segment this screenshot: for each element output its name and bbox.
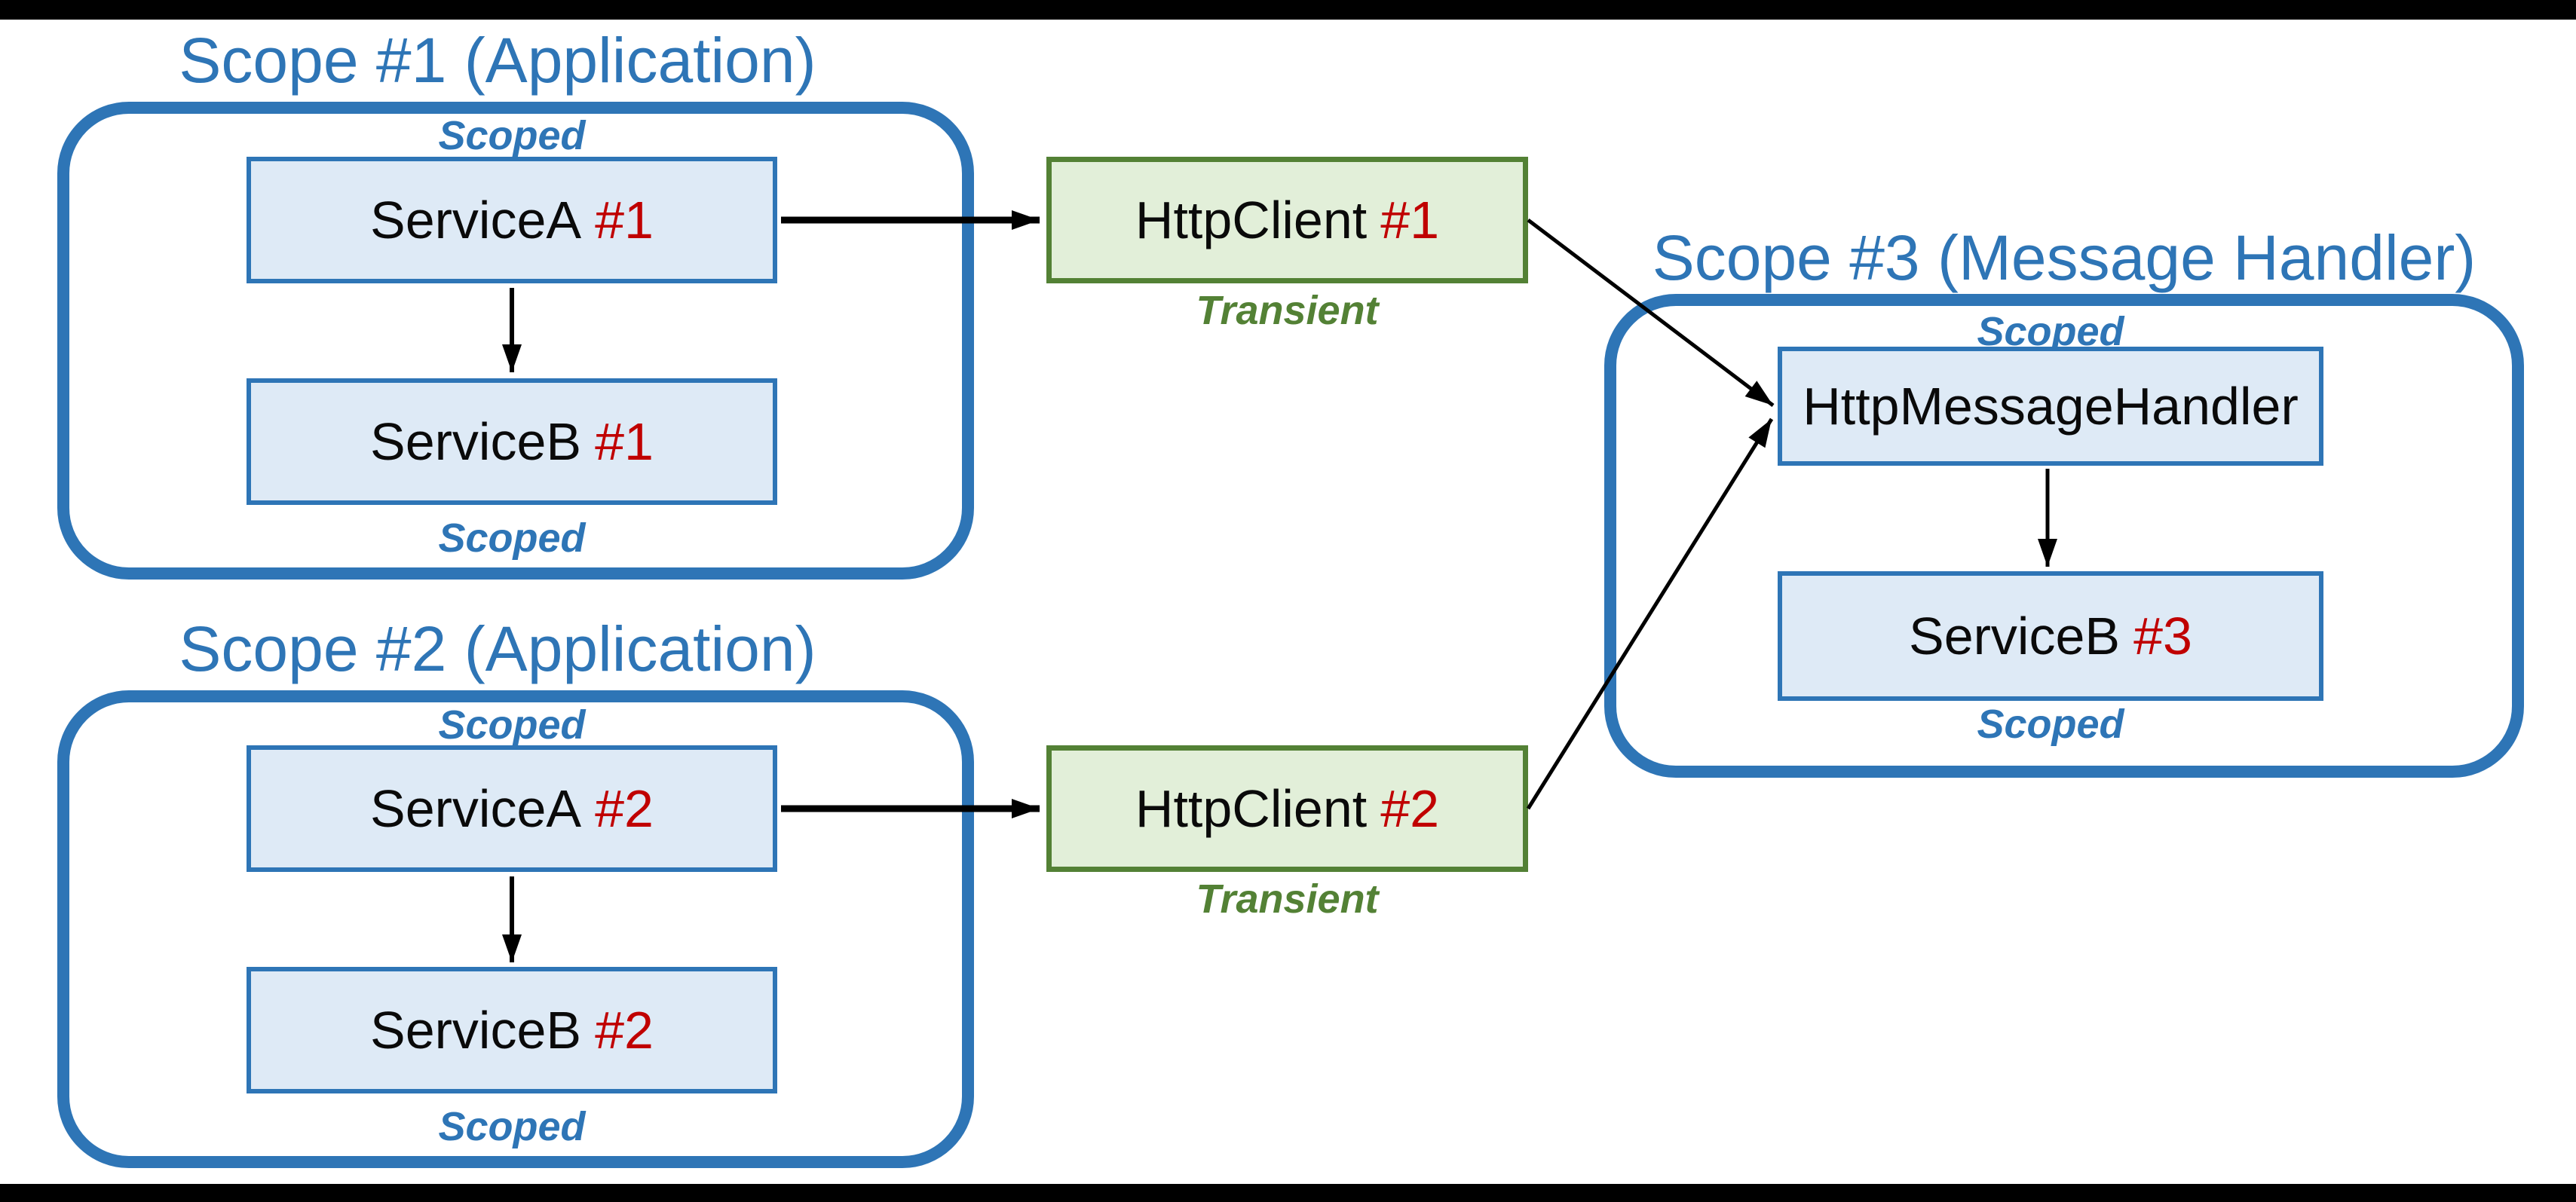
service-b3-instance: #3 <box>2133 607 2192 665</box>
scope2-scoped-label-top: Scoped <box>438 702 586 748</box>
scope3-title: Scope #3 (Message Handler) <box>1652 222 2476 293</box>
service-b2-label: ServiceB <box>370 1001 582 1060</box>
service-a1-label: ServiceA <box>370 191 582 249</box>
service-a1-instance: #1 <box>595 191 654 249</box>
service-b2-box: ServiceB#2 <box>247 967 777 1093</box>
scope2-title: Scope #2 (Application) <box>179 613 816 684</box>
scope3-scoped-label-top: Scoped <box>1977 309 2124 354</box>
http-client-2-lifetime-label: Transient <box>1196 876 1379 922</box>
scope3-boundary <box>1604 294 2524 778</box>
http-client-1-label: HttpClient <box>1135 191 1368 249</box>
service-b1-instance: #1 <box>595 412 654 471</box>
service-b3-box: ServiceB#3 <box>1778 571 2323 701</box>
service-b2-instance: #2 <box>595 1001 654 1060</box>
http-client-2-instance: #2 <box>1380 779 1440 838</box>
scope1-title: Scope #1 (Application) <box>179 25 816 96</box>
scope1-scoped-label-bottom: Scoped <box>438 515 586 561</box>
http-client-2-box: HttpClient#2 <box>1046 745 1528 872</box>
service-b3-label: ServiceB <box>1909 607 2121 665</box>
http-message-handler-label: HttpMessageHandler <box>1803 377 2299 436</box>
http-client-1-lifetime-label: Transient <box>1196 288 1379 333</box>
http-message-handler-box: HttpMessageHandler <box>1778 347 2323 466</box>
service-a1-box: ServiceA#1 <box>247 157 777 283</box>
scope3-scoped-label-bottom: Scoped <box>1977 702 2124 747</box>
letterbox-bar-top <box>0 0 2576 20</box>
letterbox-bar-bottom <box>0 1184 2576 1202</box>
service-a2-label: ServiceA <box>370 779 582 838</box>
http-client-1-box: HttpClient#1 <box>1046 157 1528 283</box>
http-client-2-label: HttpClient <box>1135 779 1368 838</box>
http-client-1-instance: #1 <box>1380 191 1440 249</box>
service-a2-box: ServiceA#2 <box>247 745 777 872</box>
service-a2-instance: #2 <box>595 779 654 838</box>
service-b1-label: ServiceB <box>370 412 582 471</box>
service-b1-box: ServiceB#1 <box>247 378 777 505</box>
scope1-scoped-label-top: Scoped <box>438 113 586 158</box>
scope2-scoped-label-bottom: Scoped <box>438 1104 586 1149</box>
